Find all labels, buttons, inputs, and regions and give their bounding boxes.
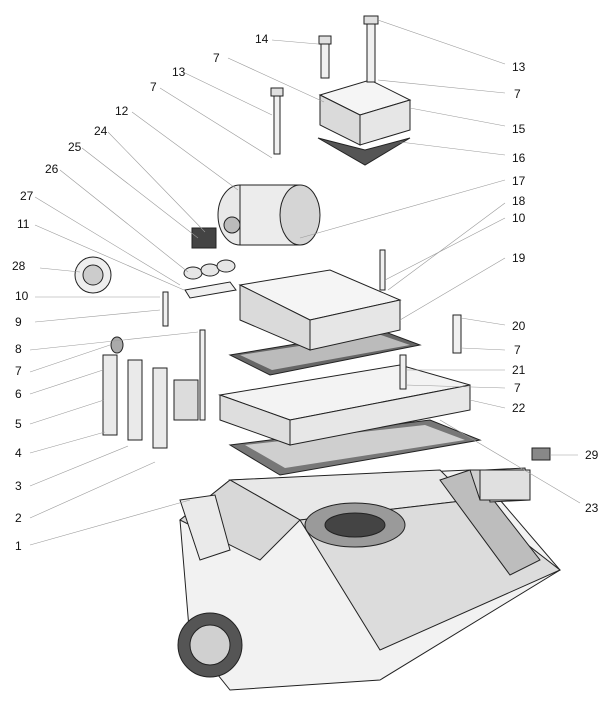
callout-24: 24	[94, 124, 108, 138]
gearbox-housing	[177, 467, 561, 691]
callout-14: 14	[255, 32, 269, 46]
callout-5: 5	[15, 417, 22, 431]
callout-1: 1	[15, 539, 22, 553]
callout-11: 11	[17, 217, 30, 231]
callout-15: 15	[512, 122, 526, 136]
valve-body	[238, 269, 402, 351]
callouts-right: 13 7 15 16 17 18 10 19 20 7 21 7 22 23 2…	[512, 60, 599, 515]
callout-20: 20	[512, 319, 526, 333]
callout-8: 8	[15, 342, 22, 356]
callout-6: 6	[15, 387, 22, 401]
callout-26: 26	[45, 162, 59, 176]
callout-9: 9	[15, 315, 22, 329]
bolt-10-right	[379, 249, 386, 291]
callout-7-upper-left: 7	[150, 80, 157, 94]
callout-7-right-c: 7	[514, 381, 521, 395]
washers	[183, 259, 237, 299]
callout-29: 29	[585, 448, 599, 462]
lever-assembly	[102, 336, 199, 449]
callout-25: 25	[68, 140, 82, 154]
leader-lines	[29, 19, 581, 546]
bolt-10-left	[162, 291, 169, 327]
callout-7-top: 7	[213, 51, 220, 65]
output-shaft	[479, 469, 531, 501]
callout-3: 3	[15, 479, 22, 493]
callout-12: 12	[115, 104, 129, 118]
callout-10-left: 10	[15, 289, 29, 303]
callout-16: 16	[512, 151, 526, 165]
callout-13-right: 13	[512, 60, 526, 74]
callout-22: 22	[512, 401, 526, 415]
callout-4: 4	[15, 446, 22, 460]
spool-28	[74, 256, 112, 294]
bolt-13-left	[270, 87, 284, 155]
lower-plate	[218, 364, 471, 446]
bolt-21	[399, 354, 407, 390]
bolt-20	[452, 314, 462, 354]
callout-7-right-b: 7	[514, 343, 521, 357]
callouts-top: 7	[213, 51, 220, 65]
callout-10-right: 10	[512, 211, 526, 225]
callout-17: 17	[512, 174, 526, 188]
callouts-left: 28 27 26 25 24 12 13 7 14 11 10 9 8 7 6 …	[12, 32, 269, 553]
callout-27: 27	[20, 189, 34, 203]
actuator-cylinder	[217, 184, 321, 246]
callout-7-left: 7	[15, 364, 22, 378]
long-bolt-13	[363, 15, 379, 83]
top-valve-block	[317, 79, 412, 166]
rod-8	[199, 329, 206, 421]
callout-19: 19	[512, 251, 526, 265]
callout-18: 18	[512, 194, 526, 208]
callout-28: 28	[12, 259, 26, 273]
callout-21: 21	[512, 363, 526, 377]
bolt-14	[318, 35, 332, 79]
callout-13-left: 13	[172, 65, 186, 79]
callout-7-right-a: 7	[514, 87, 521, 101]
callout-23: 23	[585, 501, 599, 515]
sensor-29	[531, 447, 551, 461]
sensor-switch	[191, 227, 217, 249]
callout-2: 2	[15, 511, 22, 525]
